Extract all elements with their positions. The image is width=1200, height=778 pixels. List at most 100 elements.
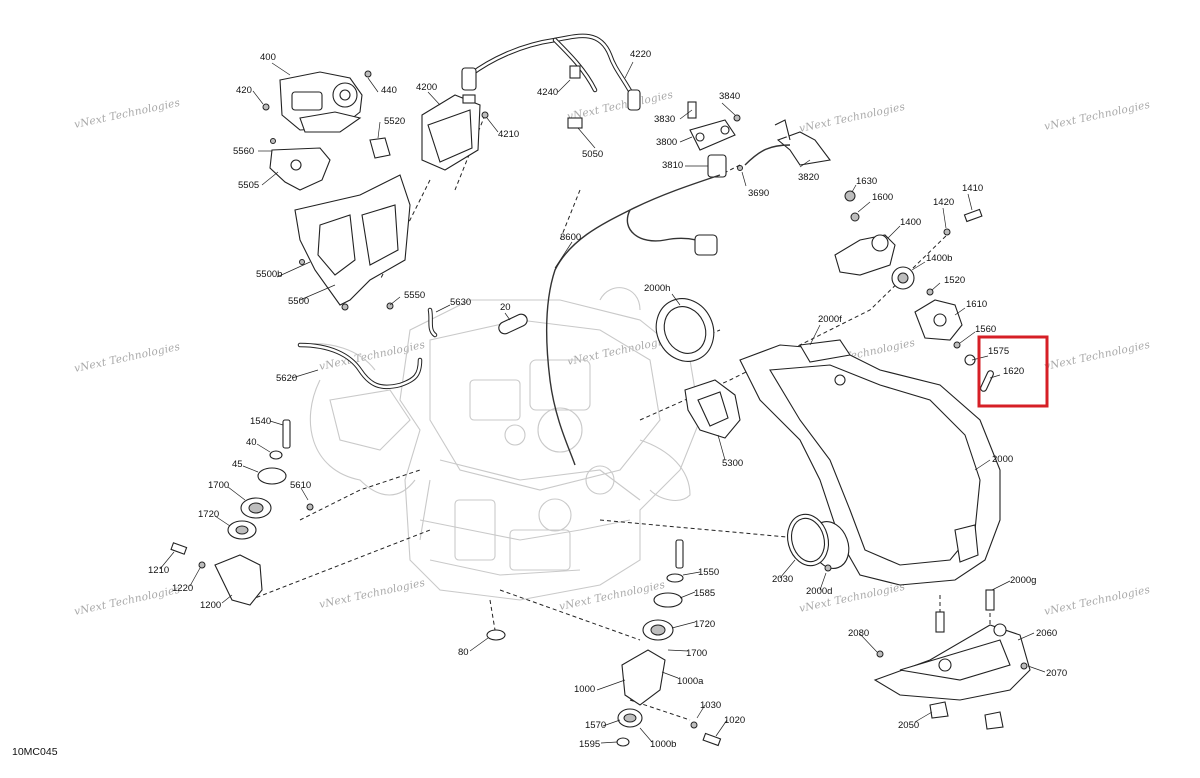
callout-2000h: 2000h <box>644 283 670 294</box>
part-5505-bracket <box>269 138 331 191</box>
callout-5620: 5620 <box>276 373 297 384</box>
watermark: vNext Technologies <box>558 579 666 613</box>
part-20 <box>498 313 528 335</box>
part-5620-hose <box>297 342 423 390</box>
part-4220-harness <box>461 33 641 129</box>
callout-4200: 4200 <box>416 82 437 93</box>
drawing-code: 10MC045 <box>12 746 58 758</box>
callout-1030: 1030 <box>700 700 721 711</box>
highlight-box <box>977 335 1049 408</box>
callout-1000b: 1000b <box>650 739 676 750</box>
part-1540-stack <box>227 419 314 540</box>
callout-2070: 2070 <box>1046 668 1067 679</box>
callout-1620: 1620 <box>1003 366 1024 377</box>
part-5630 <box>427 307 438 338</box>
callout-5500: 5500 <box>288 296 309 307</box>
part-2060-tray <box>873 589 1031 730</box>
callout-2050: 2050 <box>898 720 919 731</box>
callout-1020: 1020 <box>724 715 745 726</box>
callout-1720: 1720 <box>198 509 219 520</box>
watermark: vNext Technologies <box>73 341 181 375</box>
callout-1550: 1550 <box>698 567 719 578</box>
callout-5520: 5520 <box>384 116 405 127</box>
callout-1000a: 1000a <box>677 676 704 687</box>
callout-5560: 5560 <box>233 146 254 157</box>
callout-1630: 1630 <box>856 176 877 187</box>
part-3820-lever <box>774 119 831 166</box>
callout-3840: 3840 <box>719 91 740 102</box>
callout-1410: 1410 <box>962 183 983 194</box>
callout-1720b: 1720 <box>694 619 715 630</box>
callout-4220: 4220 <box>630 49 651 60</box>
watermark: vNext Technologies <box>1043 99 1151 133</box>
watermark: vNext Technologies <box>318 339 426 373</box>
part-5300 <box>684 379 741 439</box>
callout-1520: 1520 <box>944 275 965 286</box>
callout-3830: 3830 <box>654 114 675 125</box>
part-1000-stack <box>616 539 722 747</box>
callout-2000d: 2000d <box>806 586 832 597</box>
callout-1220: 1220 <box>172 583 193 594</box>
callout-5610: 5610 <box>290 480 311 491</box>
callout-1700b: 1700 <box>686 648 707 659</box>
callout-3690: 3690 <box>748 188 769 199</box>
watermark: vNext Technologies <box>1043 339 1151 373</box>
callout-5505: 5505 <box>238 180 259 191</box>
callout-40: 40 <box>246 437 257 448</box>
callout-3600: 3600 <box>560 232 581 243</box>
callout-1200: 1200 <box>200 600 221 611</box>
watermark: vNext Technologies <box>1043 584 1151 618</box>
callout-4240: 4240 <box>537 87 558 98</box>
part-5500-plate <box>294 174 411 311</box>
part-1400-mount <box>834 190 983 276</box>
callout-1540: 1540 <box>250 416 271 427</box>
callout-4210: 4210 <box>498 129 519 140</box>
callout-80: 80 <box>458 647 469 658</box>
callout-1400b: 1400b <box>926 253 952 264</box>
callout-2000: 2000 <box>992 454 1013 465</box>
callout-5550: 5550 <box>404 290 425 301</box>
callout-1700: 1700 <box>208 480 229 491</box>
watermark: vNext Technologies <box>318 577 426 611</box>
callout-labels: 400 420 440 5520 5560 5505 5500b 5500 55… <box>148 49 1067 750</box>
part-80 <box>486 629 506 641</box>
part-400-motor <box>262 70 372 133</box>
callout-420: 420 <box>236 85 252 96</box>
callout-1420: 1420 <box>933 197 954 208</box>
callout-1585: 1585 <box>694 588 715 599</box>
callout-1575: 1575 <box>988 346 1009 357</box>
callout-2000f: 2000f <box>818 314 842 325</box>
callout-1400: 1400 <box>900 217 921 228</box>
callout-45: 45 <box>232 459 243 470</box>
watermark: vNext Technologies <box>73 584 181 618</box>
callout-1000: 1000 <box>574 684 595 695</box>
callout-1210: 1210 <box>148 565 169 576</box>
part-3600-cable <box>546 144 791 466</box>
callout-3800: 3800 <box>656 137 677 148</box>
part-4200-module <box>421 94 489 171</box>
callout-2000g: 2000g <box>1010 575 1036 586</box>
part-2030-clamp <box>786 513 832 572</box>
part-1610-plate <box>914 288 994 392</box>
callout-3820: 3820 <box>798 172 819 183</box>
callout-1595: 1595 <box>579 739 600 750</box>
callout-5050: 5050 <box>582 149 603 160</box>
watermark: vNext Technologies <box>798 101 906 135</box>
callout-1570: 1570 <box>585 720 606 731</box>
callout-440: 440 <box>381 85 397 96</box>
callout-5500b: 5500b <box>256 269 282 280</box>
part-1200-mount <box>170 542 263 606</box>
callout-5300: 5300 <box>722 458 743 469</box>
callout-1600: 1600 <box>872 192 893 203</box>
callout-2060: 2060 <box>1036 628 1057 639</box>
callout-1610: 1610 <box>966 299 987 310</box>
callout-20: 20 <box>500 302 511 313</box>
callout-1560: 1560 <box>975 324 996 335</box>
callout-3810: 3810 <box>662 160 683 171</box>
part-5520 <box>369 137 391 159</box>
engine-ghost <box>299 287 701 601</box>
callout-400: 400 <box>260 52 276 63</box>
callout-5630: 5630 <box>450 297 471 308</box>
leader-lines <box>159 61 1046 744</box>
